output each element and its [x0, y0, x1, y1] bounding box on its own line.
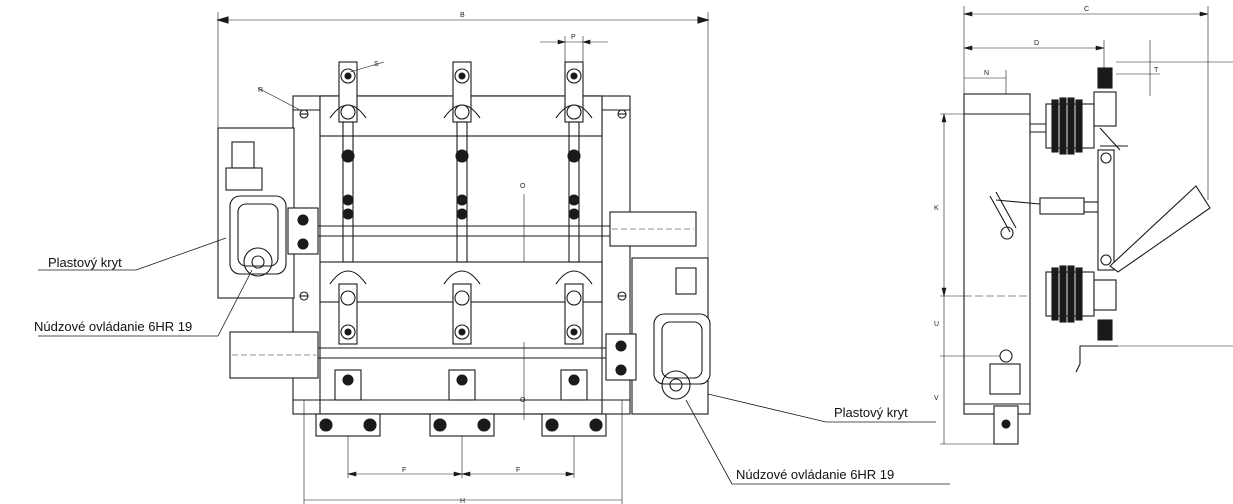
pole-1	[315, 61, 381, 437]
pole-3	[541, 61, 607, 437]
dim-F-left: F	[402, 467, 406, 474]
label-plastic-cover-right: Plastový kryt	[834, 405, 908, 420]
dim-B: B	[460, 12, 465, 19]
dim-O-upper: O	[520, 183, 526, 190]
dim-N: N	[984, 70, 989, 77]
side-view	[963, 67, 1211, 445]
pole-2	[429, 61, 495, 437]
dim-P: P	[571, 34, 576, 41]
dim-O-lower: O	[520, 397, 526, 404]
dim-U: U	[934, 321, 939, 328]
side-dimensions	[940, 6, 1233, 445]
dim-S: S	[374, 61, 379, 68]
front-view	[216, 12, 711, 415]
front-dimensions	[257, 36, 623, 504]
dim-R: R	[258, 87, 263, 94]
label-emergency-control-left: Núdzové ovládanie 6HR 19	[34, 319, 193, 334]
label-emergency-control-right: Núdzové ovládanie 6HR 19	[736, 467, 895, 482]
dim-T: T	[1154, 67, 1159, 74]
dim-D: D	[1034, 40, 1039, 47]
dimension-letters: B P S R O O F F H C D N T K U V	[258, 6, 1159, 504]
dim-H: H	[460, 498, 465, 504]
dim-C: C	[1084, 6, 1089, 13]
callout-leaders	[38, 237, 950, 485]
dim-K: K	[934, 205, 939, 212]
dim-F-right: F	[516, 467, 520, 474]
dim-V: V	[934, 395, 939, 402]
label-plastic-cover-left: Plastový kryt	[48, 255, 122, 270]
